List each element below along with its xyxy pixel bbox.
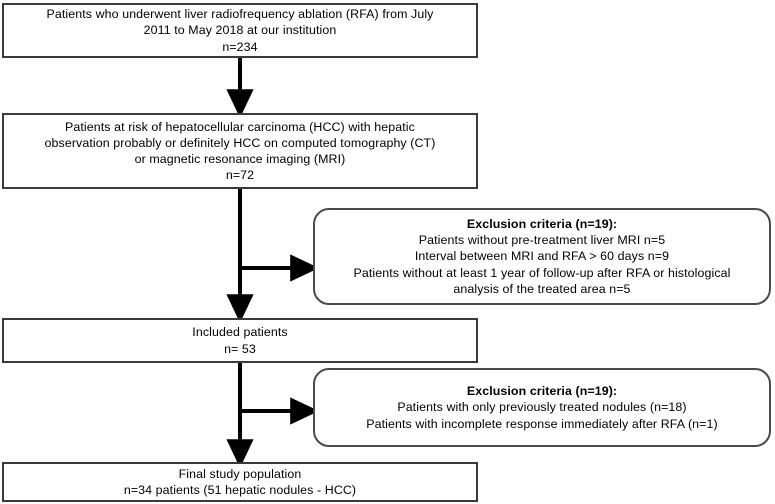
node-at-risk-cohort-count: n=72 bbox=[225, 168, 255, 183]
node-exclusion-criteria-1-line-1: Patients without pre-treatment liver MRI… bbox=[418, 233, 666, 248]
node-included-patients-label: Included patients bbox=[192, 325, 288, 340]
node-exclusion-criteria-1-line-3: Patients without at least 1 year of foll… bbox=[353, 265, 731, 280]
node-exclusion-criteria-1: Exclusion criteria (n=19): Patients with… bbox=[313, 208, 771, 305]
node-exclusion-criteria-2-heading: Exclusion criteria (n=19): bbox=[466, 384, 618, 399]
node-initial-cohort-count: n=234 bbox=[222, 39, 258, 54]
node-final-population-label: Final study population bbox=[178, 466, 302, 481]
node-exclusion-criteria-1-heading: Exclusion criteria (n=19): bbox=[466, 217, 618, 232]
node-exclusion-criteria-2-line-2: Patients with incomplete response immedi… bbox=[366, 416, 718, 431]
node-final-population-count: n=34 patients (51 hepatic nodules - HCC) bbox=[123, 483, 357, 497]
node-final-population: Final study population n=34 patients (51… bbox=[2, 462, 478, 502]
node-exclusion-criteria-2: Exclusion criteria (n=19): Patients with… bbox=[313, 368, 771, 447]
node-at-risk-cohort-line-1: Patients at risk of hepatocellular carci… bbox=[65, 119, 415, 134]
node-at-risk-cohort-line-3: or magnetic resonance imaging (MRI) bbox=[134, 152, 346, 166]
node-exclusion-criteria-1-line-2: Interval between MRI and RFA > 60 days n… bbox=[414, 249, 670, 264]
node-exclusion-criteria-1-line-4: analysis of the treated area n=5 bbox=[453, 281, 631, 296]
node-at-risk-cohort: Patients at risk of hepatocellular carci… bbox=[2, 113, 478, 189]
node-exclusion-criteria-2-line-1: Patients with only previously treated no… bbox=[397, 400, 687, 415]
node-initial-cohort-line-1: Patients who underwent liver radiofreque… bbox=[46, 7, 434, 22]
node-included-patients: Included patients n= 53 bbox=[2, 318, 478, 363]
node-initial-cohort: Patients who underwent liver radiofreque… bbox=[2, 3, 478, 58]
node-at-risk-cohort-line-2: observation probably or definitely HCC o… bbox=[44, 135, 436, 150]
node-included-patients-count: n= 53 bbox=[224, 341, 256, 356]
node-initial-cohort-line-2: 2011 to May 2018 at our institution bbox=[143, 23, 337, 38]
